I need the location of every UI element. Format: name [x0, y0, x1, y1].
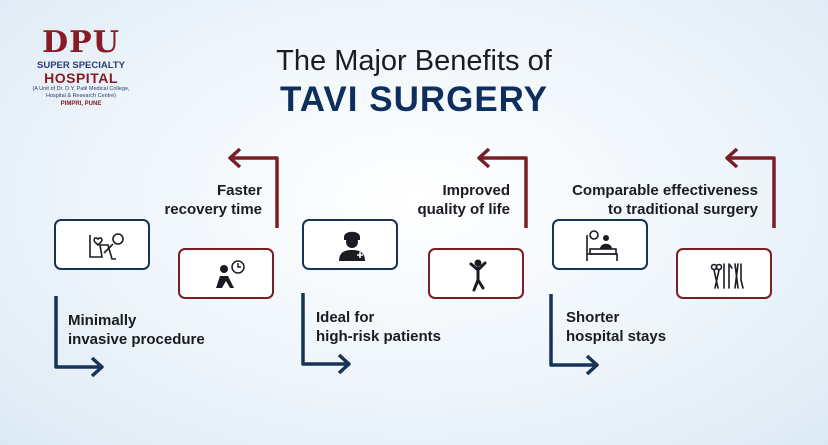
arrow-down-right-2 — [301, 293, 349, 366]
hospital-bed-icon — [586, 230, 618, 261]
logo-mark: DPU — [42, 25, 120, 60]
logo-line-1: SUPER SPECIALTY — [37, 60, 125, 71]
page-title: The Major Benefits of — [276, 45, 552, 77]
hospital-logo: DPU SUPER SPECIALTY HOSPITAL (A Unit of … — [22, 28, 140, 108]
benefit-label-effectiveness: Comparable effectiveness to traditional … — [572, 182, 758, 218]
benefit-label-high-risk: Ideal for high-risk patients — [316, 309, 442, 345]
logo-line-4: PIMPRI, PUNE — [60, 101, 102, 107]
benefit-box-hospital-stays — [552, 219, 648, 270]
arrow-up-left-3 — [727, 156, 776, 228]
benefit-label-quality-of-life: Improved quality of life — [417, 182, 510, 218]
arrow-head-6 — [585, 354, 599, 376]
logo-line-2: HOSPITAL — [44, 70, 118, 86]
benefit-label-minimally-invasive: Minimally invasive procedure — [68, 312, 205, 348]
arrow-up-left-2 — [479, 156, 528, 228]
benefit-box-faster-recovery — [178, 248, 274, 299]
arrow-head-1 — [228, 147, 242, 169]
jumping-person-icon — [469, 259, 487, 292]
arrow-down-right-1 — [54, 296, 102, 369]
benefit-box-quality-of-life — [428, 248, 524, 299]
doctor-icon — [339, 231, 365, 261]
benefit-box-effectiveness — [676, 248, 772, 299]
logo-line-3: (A Unit of Dr. D.Y. Patil Medical Colleg… — [32, 86, 130, 99]
benefit-label-faster-recovery: Faster recovery time — [164, 182, 262, 218]
benefit-box-minimally-invasive — [54, 219, 150, 270]
page-subtitle: TAVI SURGERY — [279, 80, 549, 119]
arrow-head-5 — [337, 353, 351, 375]
benefit-label-hospital-stays: Shorter hospital stays — [566, 309, 667, 345]
arrow-down-right-3 — [549, 294, 597, 367]
arrow-up-left-1 — [230, 156, 279, 228]
surgical-tools-icon — [710, 263, 744, 289]
arrow-head-2 — [477, 147, 491, 169]
arrow-head-3 — [725, 147, 739, 169]
patient-clock-icon — [216, 260, 245, 288]
arrow-head-4 — [90, 356, 104, 378]
heart-valve-icon — [89, 233, 124, 260]
benefit-box-high-risk — [302, 219, 398, 270]
